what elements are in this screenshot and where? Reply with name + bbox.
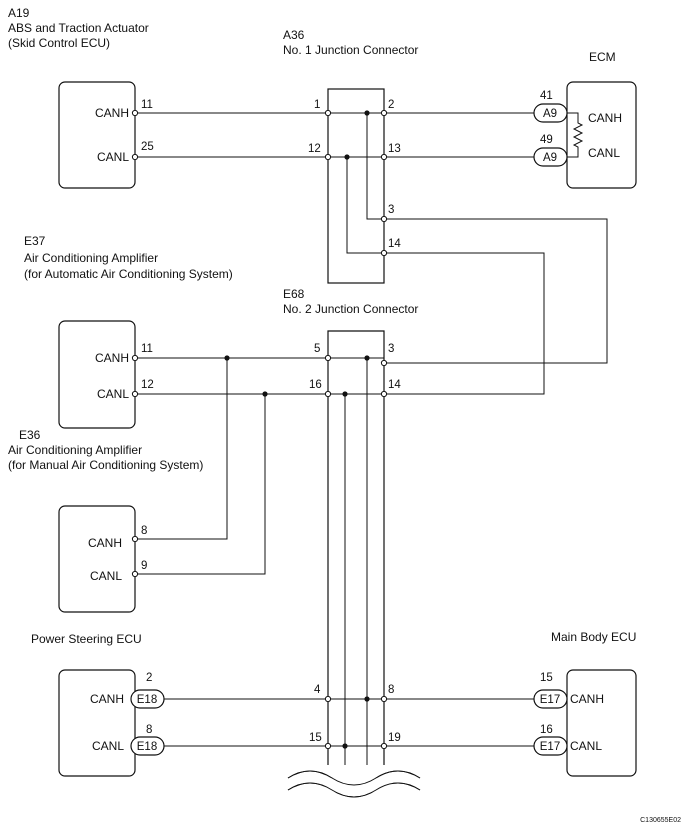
pin-number: 13 — [388, 143, 401, 155]
terminal-circles — [131, 109, 388, 750]
pin-number: 8 — [388, 684, 394, 696]
mb-connector-label: E17 — [540, 741, 560, 753]
junction-dot — [364, 355, 370, 361]
mb-canl-label: CANL — [570, 739, 602, 753]
e36-sub: (for Manual Air Conditioning System) — [8, 458, 203, 472]
ps-connector-label: E18 — [137, 694, 157, 706]
jc2-code: E68 — [283, 287, 305, 301]
figure-code: C130655E02 — [640, 817, 681, 824]
pin-number: 12 — [308, 143, 321, 155]
abs-canh-label: CANH — [95, 106, 129, 120]
e36-name: Air Conditioning Amplifier — [8, 443, 142, 457]
mb-canh-label: CANH — [570, 692, 604, 706]
pin-number: 3 — [388, 204, 394, 216]
ps-canl-label: CANL — [92, 739, 124, 753]
ps-name: Power Steering ECU — [31, 632, 142, 646]
pin-number: 3 — [388, 343, 394, 355]
pin-number: 41 — [540, 90, 553, 102]
pin-number: 15 — [540, 672, 553, 684]
ps-ecu-box — [58, 669, 136, 777]
wire-jc1-jc2-canh — [384, 218, 608, 364]
e37-name: Air Conditioning Amplifier — [24, 251, 158, 265]
pin-number: 9 — [141, 560, 147, 572]
pin-number: 8 — [146, 724, 152, 736]
ps-canh-label: CANH — [90, 692, 124, 706]
junction-dot — [342, 391, 348, 397]
jc2-box — [327, 330, 385, 765]
abs-code: A19 — [8, 6, 30, 20]
ps-connector-e18-canh — [130, 689, 165, 709]
wire-jc1-jc2-canl — [384, 252, 545, 395]
pin-number: 5 — [314, 343, 320, 355]
jc1-code: A36 — [283, 28, 305, 42]
junction-dot — [224, 355, 230, 361]
abs-ecu-box — [58, 81, 136, 189]
e37-canh-label: CANH — [95, 351, 129, 365]
pin-number: 19 — [388, 732, 401, 744]
ps-connector-label: E18 — [137, 741, 157, 753]
e36-box — [58, 505, 136, 613]
e37-code: E37 — [24, 234, 46, 248]
pin-number: 11 — [141, 99, 153, 111]
wire-e36-canh — [135, 358, 228, 540]
pin-number: 2 — [146, 672, 152, 684]
pin-number: 14 — [388, 379, 401, 391]
ps-connector-e18-canl — [130, 736, 165, 756]
pin-number: 4 — [314, 684, 321, 696]
ecm-canl-label: CANL — [588, 146, 620, 160]
wire-e36-canl — [135, 394, 266, 575]
mb-ecu-box — [566, 669, 637, 777]
pin-number: 25 — [141, 141, 154, 153]
jc2-name: No. 2 Junction Connector — [283, 302, 418, 316]
pin-number: 8 — [141, 525, 147, 537]
ecm-connector-label: A9 — [543, 152, 557, 164]
mb-connector-e17-canl — [533, 736, 568, 756]
pin-number: 16 — [309, 379, 322, 391]
e37-box — [58, 320, 136, 429]
abs-name: ABS and Traction Actuator — [8, 21, 149, 35]
pin-number: 49 — [540, 134, 553, 146]
e37-canl-label: CANL — [97, 387, 129, 401]
e36-canh-label: CANH — [88, 536, 122, 550]
ecm-terminating-resistor — [567, 112, 584, 158]
junction-dot — [364, 110, 370, 116]
wire-jc1-canl-branch — [346, 157, 384, 254]
mb-connector-label: E17 — [540, 694, 560, 706]
ecm-name: ECM — [589, 50, 616, 64]
pin-number: 14 — [388, 238, 401, 250]
junction-dot — [364, 696, 370, 702]
jc1-name: No. 1 Junction Connector — [283, 43, 418, 57]
mb-name: Main Body ECU — [551, 630, 636, 644]
junction-dot — [262, 391, 268, 397]
pin-number: 16 — [540, 724, 553, 736]
ecm-canh-label: CANH — [588, 111, 622, 125]
mb-connector-e17-canh — [533, 689, 568, 709]
jc1-box — [327, 88, 385, 284]
pin-number: 15 — [309, 732, 322, 744]
e36-code: E36 — [19, 428, 41, 442]
e36-canl-label: CANL — [90, 569, 122, 583]
pin-number: 2 — [388, 99, 394, 111]
e37-sub: (for Automatic Air Conditioning System) — [24, 267, 233, 281]
pin-number: 11 — [141, 343, 153, 355]
pin-number: 1 — [314, 99, 320, 111]
junction-dot — [342, 743, 348, 749]
ecm-box — [566, 81, 637, 189]
pin-number: 12 — [141, 379, 154, 391]
ecm-connector-label: A9 — [543, 108, 557, 120]
abs-sub: (Skid Control ECU) — [8, 36, 110, 50]
abs-canl-label: CANL — [97, 150, 129, 164]
junction-dot — [344, 154, 350, 160]
wire-jc1-canh-branch — [366, 113, 384, 220]
